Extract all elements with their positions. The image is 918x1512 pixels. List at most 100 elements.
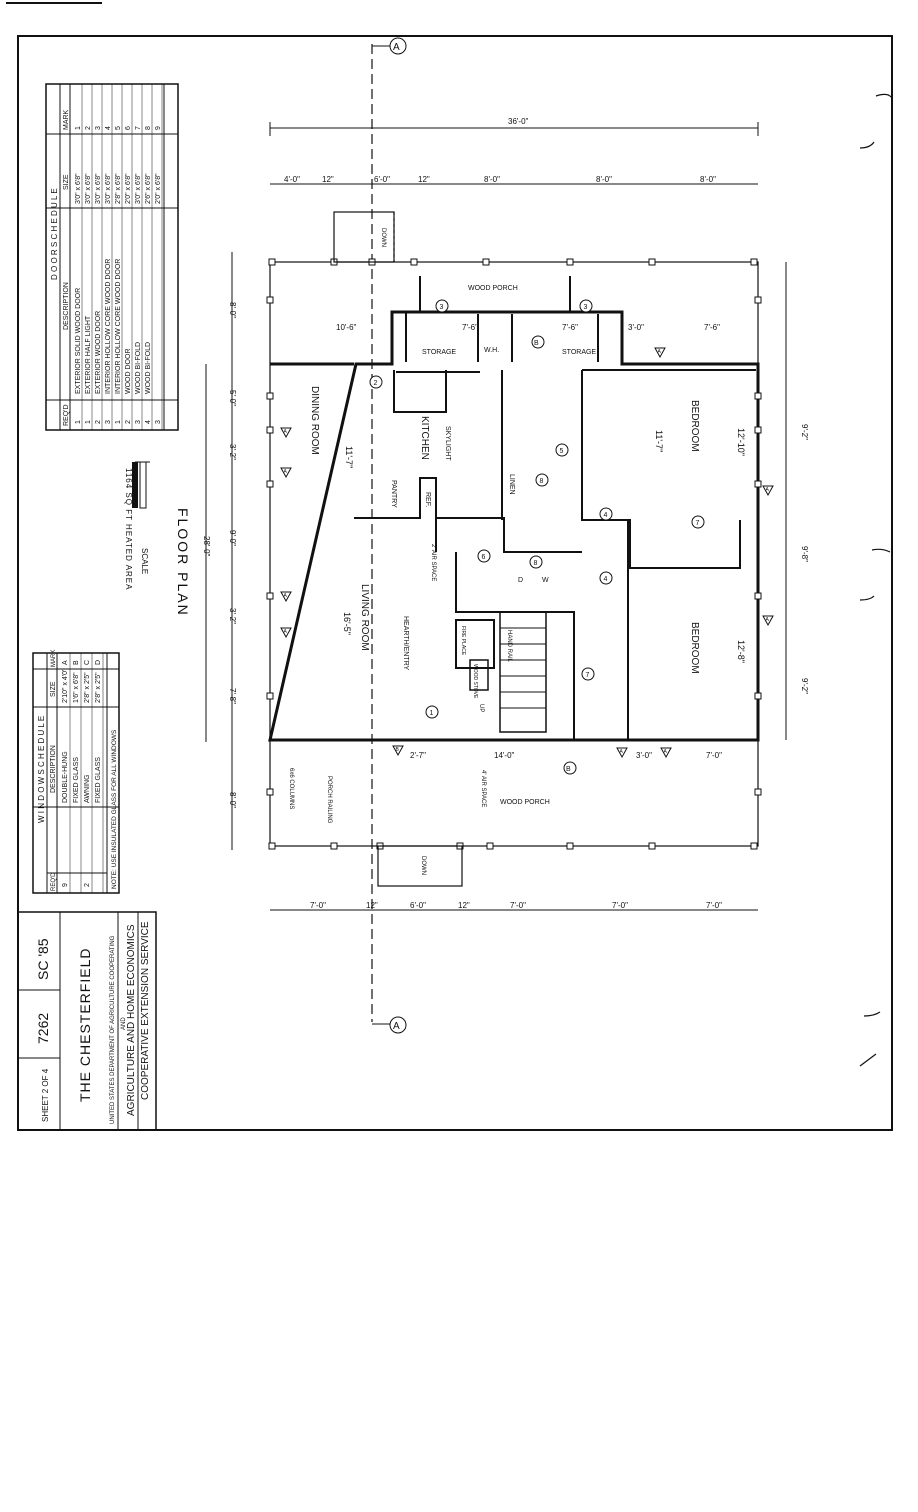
dim-top-3: 6'-0" [374,175,390,184]
door-marker-1 [369,375,383,389]
post-left-3 [266,480,274,488]
door-row-8-col-0: 9 [155,126,162,130]
dim-row1-4: 3'-0" [628,323,644,332]
dim-bottom-4: 12" [458,901,470,910]
door-row-5-col-2: WOOD DOOR [125,349,132,395]
stair-treads [500,627,546,709]
room-dining-dim: 11'-7" [344,446,354,468]
window-marker-label-7: A [620,749,624,755]
door-marker-label-9: 7 [586,672,590,679]
plan-number: 7262 [35,1013,51,1044]
door-row-2-col-1: 3'0" x 6'8" [95,173,102,204]
door-marker-label-10: 8 [540,478,544,485]
door-row-4-col-2: INTERIOR HOLLOW CORE WOOD DOOR [115,259,122,394]
post-right-3 [754,480,762,488]
room-bedroom-1: BEDROOM [689,400,700,452]
window-marker-8 [660,747,672,759]
door-row-7-col-2: WOOD BI-FOLD [145,342,152,394]
post-top-4 [482,258,490,266]
door-row-7-col-1: 2'6" x 6'8" [145,173,152,204]
window-row-3-col-0: D [95,660,102,665]
room-storage-1: STORAGE [422,349,456,356]
dryer: D [518,577,523,584]
post-bottom-0 [268,842,276,850]
section-marker-bottom-label: A [393,1021,400,1032]
window-marker-3 [280,627,292,639]
air-space-2: 4' AIR SPACE [480,770,486,807]
dim-left-2: 5'-0" [228,390,237,406]
vertical-dimension-labels: 8'-0" 5'-0" 3'-2" 9'-0" 3'-2" 7'-8" 8'-0… [202,302,809,808]
door-marker-label-11: 8 [534,560,538,567]
porch-bottom: WOOD PORCH [500,799,550,806]
dim-top-7: 8'-0" [700,175,716,184]
door-row-8-col-1: 2'0" x 6'8" [155,173,162,204]
window-marker-label-0: A [284,429,288,435]
room-dining: DINING ROOM [309,386,320,455]
section-b-top: B [534,340,539,347]
door-marker-10 [535,473,549,487]
header-size: SIZE [63,174,70,190]
door-row-3-col-3: 3 [105,420,112,424]
room-living: LIVING ROOM [359,584,370,651]
window-row-0-col-1: 2'10" x 4'0" [62,668,69,703]
door-row-6-col-2: WOOD BI-FOLD [135,342,142,394]
post-left-0 [266,296,274,304]
floor-plan-title-block: FLOOR PLAN 1164 SQ FT HEATED AREA SCALE [124,468,191,617]
columns-label: 6x6 COLUMNS [288,768,294,809]
door-marker-5 [599,571,613,585]
post-left-4 [266,592,274,600]
door-row-0-col-1: 3'0" x 6'8" [75,173,82,204]
door-marker-11 [529,555,543,569]
door-row-7-col-0: 8 [145,126,152,130]
door-row-1-col-0: 2 [85,126,92,130]
dim-row1-3: 7'-6" [562,323,578,332]
post-left-1 [266,392,274,400]
dim-top-6: 8'-0" [596,175,612,184]
dim-bottom-2: 12" [366,901,378,910]
dimensions [205,122,787,911]
post-top-3 [410,258,418,266]
door-schedule: D O O R S C H E D U L E MARK SIZE DESCRI… [45,83,179,431]
door-row-7-col-3: 4 [145,420,152,424]
window-row-2-col-0: C [84,660,91,665]
door-marker-label-7: 6 [482,554,486,561]
section-marker-top [389,37,407,55]
post-right-0 [754,296,762,304]
section-marker-bottom [389,1016,407,1034]
door-marker-label-4: 4 [604,512,608,519]
dim-top-1: 4'-0" [284,175,300,184]
dim-row1-2: 7'-6" [462,323,478,332]
wood-stove: WOOD STOVE [472,664,478,699]
dim-bottom-6: 7'-0" [612,901,628,910]
door-row-3-col-2: INTERIOR HOLLOW CORE WOOD DOOR [105,259,112,394]
stair-up: UP [478,704,484,712]
door-marker-7 [477,549,491,563]
post-bottom-1 [330,842,338,850]
door-row-0-col-2: EXTERIOR SOLID WOOD DOOR [75,288,82,394]
door-row-0-col-3: 1 [75,420,82,424]
scale-label: SCALE [140,548,149,574]
door-marker-label-1: 2 [374,380,378,387]
post-bottom-6 [648,842,656,850]
dim-right-3: 9'-2" [800,678,809,694]
door-row-3-col-1: 3'0" x 6'8" [105,173,112,204]
org-agriculture: AGRICULTURE AND HOME ECONOMICS [126,924,137,1116]
dim-right-1: 9'-2" [800,424,809,440]
room-linen: LINEN [508,474,515,495]
door-row-2-col-0: 3 [95,126,102,130]
post-top-0 [268,258,276,266]
door-row-4-col-0: 5 [115,126,122,130]
dim-bottom-1: 7'-0" [310,901,326,910]
door-marker-8 [691,515,705,529]
dim-row2-4: 7'-0" [706,751,722,760]
dim-row2-2: 14'-0" [494,751,515,760]
door-row-4-col-3: 1 [115,420,122,424]
window-marker-1 [280,467,292,479]
dim-row1-5: 7'-6" [704,323,720,332]
plan-code: SC '85 [35,938,51,980]
door-marker-label-3: 3 [584,304,588,311]
post-left-2 [266,426,274,434]
heated-area: 1164 SQ FT HEATED AREA [124,468,133,590]
